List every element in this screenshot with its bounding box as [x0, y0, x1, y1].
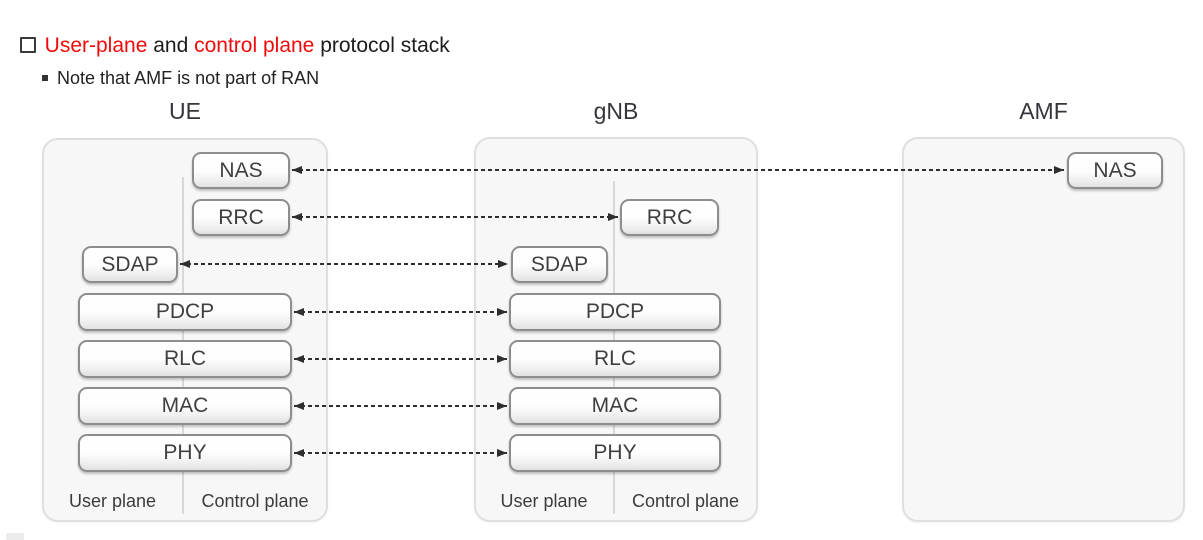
- title-control-plane: control plane: [194, 34, 315, 57]
- gnb-sdap-box: SDAP: [511, 246, 608, 283]
- title-rest: protocol stack: [314, 34, 450, 57]
- title-and: and: [147, 34, 195, 57]
- arrow-phy-ue-gnb: [294, 449, 507, 457]
- arrow-nas-ue-amf: [292, 166, 1064, 174]
- arrow-rlc-ue-gnb: [294, 355, 507, 363]
- arrow-mac-ue-gnb: [294, 402, 507, 410]
- gnb-mac-box: MAC: [509, 387, 721, 425]
- ue-mac-box: MAC: [78, 387, 292, 425]
- amf-column-title: AMF: [1019, 98, 1068, 124]
- ue-user-plane-label: User plane: [68, 491, 157, 511]
- ue-control-plane-label: Control plane: [201, 491, 309, 511]
- gnb-user-plane-label: User plane: [500, 491, 588, 511]
- ue-sdap-box: SDAP: [82, 246, 178, 283]
- ue-pdcp-box: PDCP: [78, 293, 292, 331]
- ue-nas-box: NAS: [192, 152, 290, 189]
- small-square-bullet-icon: [42, 75, 49, 81]
- ue-column-title: UE: [169, 98, 201, 124]
- ue-rlc-box: RLC: [78, 340, 292, 378]
- arrow-rrc-ue-gnb: [292, 213, 618, 221]
- gnb-rrc-box: RRC: [620, 199, 719, 236]
- gnb-control-plane-label: Control plane: [631, 491, 740, 511]
- amf-nas-box: NAS: [1067, 152, 1163, 189]
- note-text: Note that AMF is not part of RAN: [57, 68, 320, 88]
- gnb-rlc-box: RLC: [509, 340, 721, 378]
- square-bullet-icon: [19, 37, 36, 53]
- ue-rrc-box: RRC: [192, 199, 290, 236]
- slide-title: User-plane and control plane protocol st…: [8, 7, 450, 59]
- arrow-pdcp-ue-gnb: [294, 308, 507, 316]
- gnb-phy-box: PHY: [509, 434, 721, 472]
- title-user-plane: User-plane: [44, 34, 148, 57]
- gnb-pdcp-box: PDCP: [509, 293, 721, 331]
- slide-note: Note that AMF is not part of RAN: [32, 45, 319, 89]
- gnb-column-title: gNB: [593, 98, 639, 124]
- ue-phy-box: PHY: [78, 434, 292, 472]
- amf-panel: [902, 137, 1185, 522]
- arrow-sdap-ue-gnb: [180, 260, 508, 268]
- cropped-next-bullet-artifact: [6, 533, 24, 540]
